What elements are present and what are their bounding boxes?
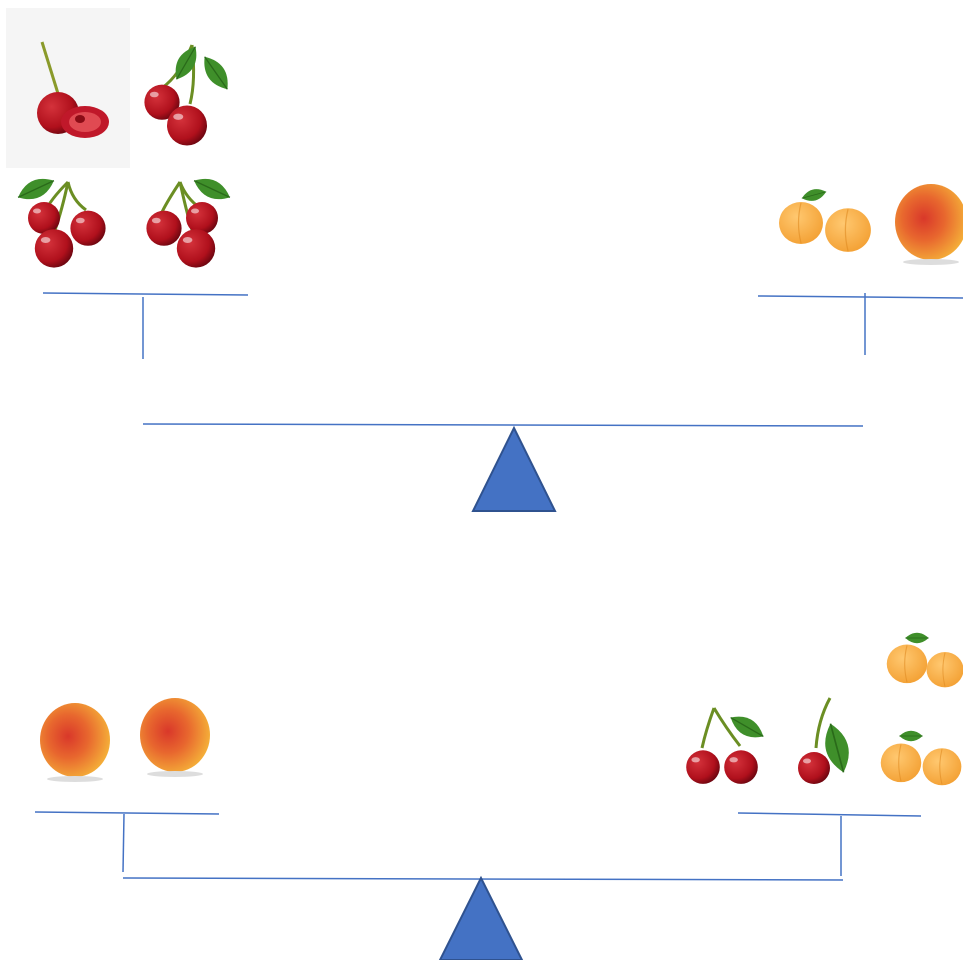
left-pan-bottom bbox=[40, 698, 210, 782]
right-pan-bottom bbox=[686, 632, 963, 786]
beam-bottom bbox=[122, 877, 844, 881]
fulcrum-top bbox=[471, 425, 557, 512]
cherry-pair-icon bbox=[686, 707, 769, 784]
peach-icon bbox=[140, 698, 210, 777]
beam-top bbox=[142, 423, 864, 427]
cherry-pair-icon bbox=[144, 41, 236, 146]
cherry-with-leaf-icon bbox=[798, 697, 856, 784]
scale-top bbox=[6, 8, 963, 512]
fulcrum-bottom bbox=[438, 875, 524, 960]
left-pan-top-plate bbox=[42, 292, 249, 296]
peach-icon bbox=[40, 703, 110, 782]
right-pan-bottom-plate bbox=[737, 812, 922, 817]
right-pan-top bbox=[778, 184, 963, 265]
scale-bottom bbox=[34, 632, 963, 960]
apricot-pair-icon bbox=[886, 632, 963, 688]
left-pan-top bbox=[6, 8, 236, 268]
apricot-pair-icon bbox=[778, 185, 872, 253]
peach-icon bbox=[895, 184, 963, 265]
right-pan-top-plate bbox=[757, 295, 963, 299]
cherry-triple-icon bbox=[146, 171, 235, 268]
apricot-pair-icon bbox=[880, 730, 962, 786]
cherry-triple-icon bbox=[13, 171, 106, 268]
left-pan-bottom-plate bbox=[34, 811, 220, 815]
cherry-half-icon bbox=[6, 8, 130, 168]
left-pan-bottom-post bbox=[122, 813, 125, 873]
